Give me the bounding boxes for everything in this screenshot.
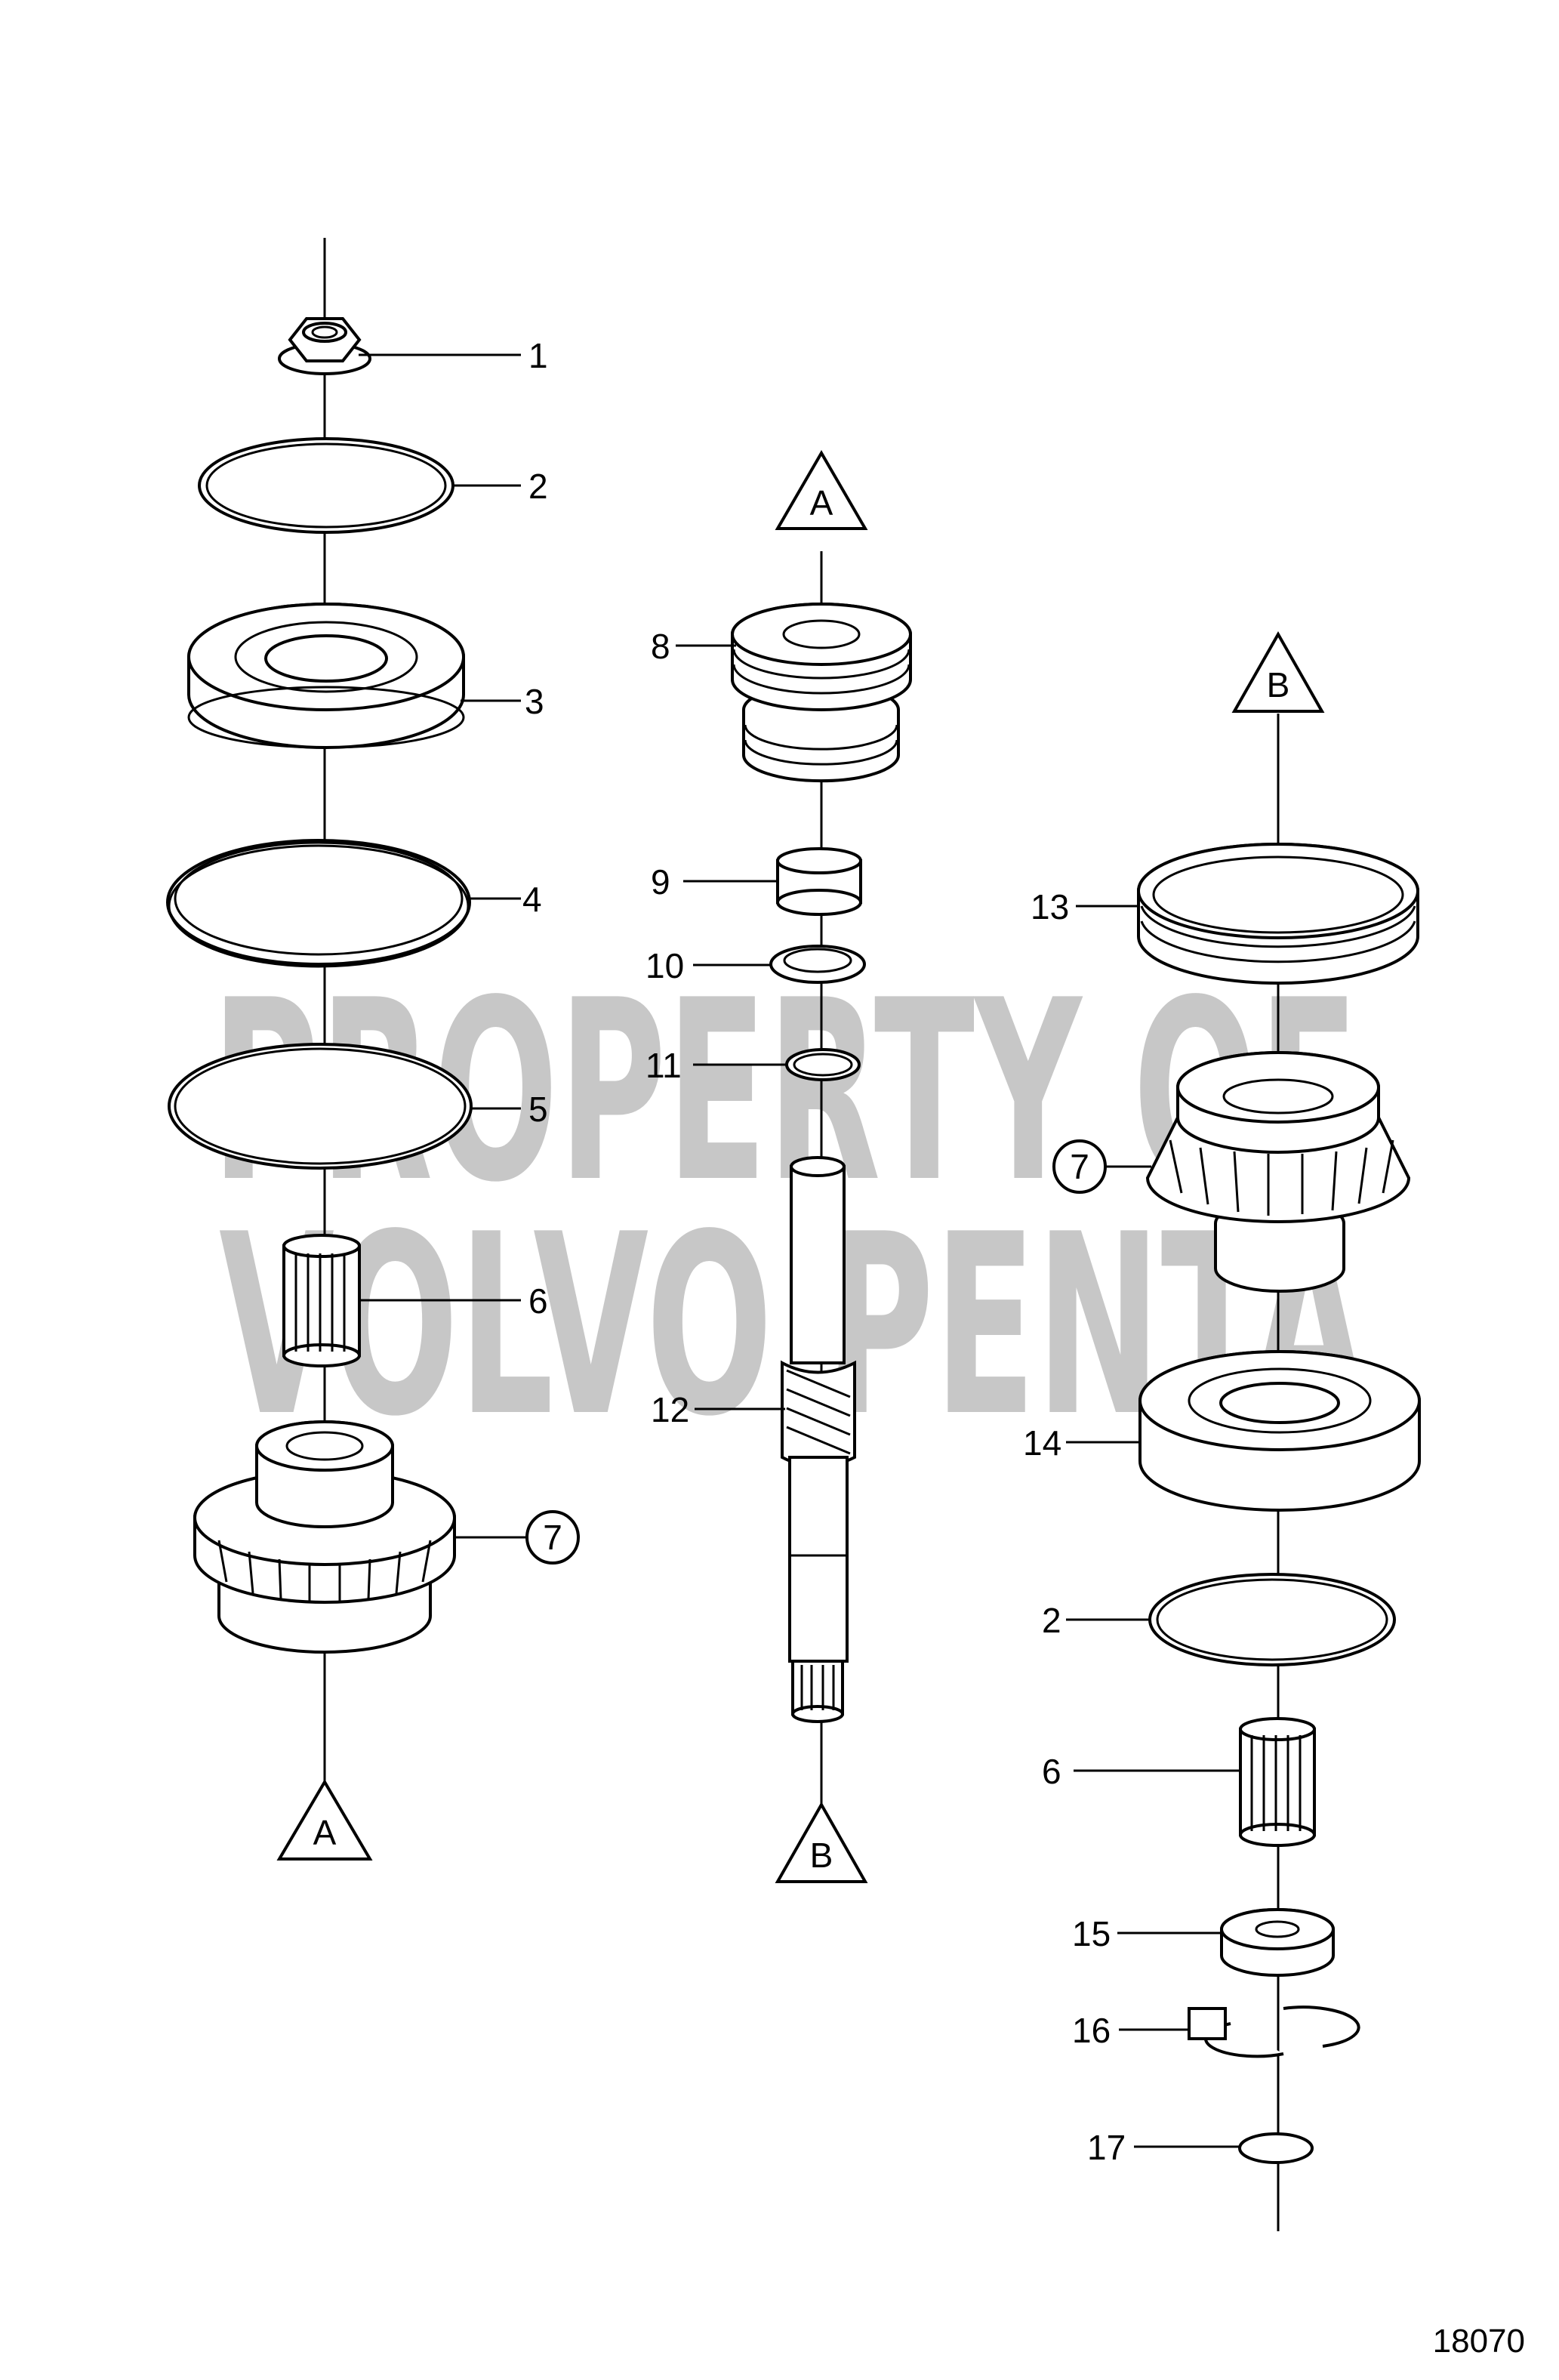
right-assembly — [1137, 714, 1421, 2231]
callout-10: 10 — [645, 946, 684, 985]
part-16-circlips — [1188, 2005, 1360, 2058]
reference-marker-b-middle-bottom: B — [775, 1801, 868, 1883]
part-8-threaded-nut — [731, 603, 912, 783]
part-17-o-ring-small — [1238, 2132, 1314, 2164]
callout-3: 3 — [525, 682, 544, 721]
callout-7: 7 — [543, 1518, 562, 1557]
part-13-castle-nut — [1137, 843, 1419, 985]
part-11-snap-ring — [785, 1048, 861, 1081]
callout-6-right: 6 — [1042, 1752, 1061, 1791]
part-3-bearing-cup — [187, 603, 465, 749]
callout-9: 9 — [651, 862, 670, 902]
callout-5: 5 — [528, 1090, 548, 1129]
callout-7-right: 7 — [1070, 1147, 1089, 1186]
marker-label: A — [313, 1813, 337, 1852]
reference-marker-b-right-top: B — [1231, 630, 1325, 713]
callout-11: 11 — [645, 1046, 682, 1085]
figure-number: 18070 — [1433, 2323, 1525, 2360]
marker-label: A — [810, 483, 833, 523]
callout-12: 12 — [651, 1390, 689, 1429]
callout-2: 2 — [528, 467, 548, 506]
callout-14: 14 — [1023, 1423, 1061, 1463]
left-assembly — [166, 238, 473, 1782]
callout-1: 1 — [528, 336, 548, 375]
callout-17: 17 — [1087, 2128, 1126, 2167]
callout-leaders — [359, 353, 1240, 2148]
middle-assembly — [731, 551, 912, 1812]
callout-labels: 1 2 3 4 5 6 7 8 9 10 11 12 13 7 14 2 6 1… — [522, 336, 1126, 2167]
part-7-bevel-gear-right — [1145, 1051, 1411, 1293]
reference-marker-a-middle-top: A — [775, 450, 868, 530]
callout-6: 6 — [528, 1281, 548, 1321]
part-1-flange-nut — [278, 317, 371, 375]
part-10-washer — [769, 945, 866, 984]
marker-label: B — [1267, 665, 1290, 704]
part-6-needle-bearing-left — [282, 1234, 361, 1367]
part-5-o-ring — [168, 1043, 473, 1170]
callout-8: 8 — [651, 627, 670, 666]
marker-label: B — [810, 1836, 833, 1875]
part-4-shim-ring — [166, 839, 471, 968]
part-14-ball-bearing — [1138, 1350, 1421, 1512]
reference-marker-a-left-bottom: A — [276, 1779, 373, 1861]
part-7-bevel-gear-left — [193, 1420, 456, 1654]
callout-15: 15 — [1072, 1914, 1111, 1953]
part-15-thrust-washer — [1220, 1908, 1335, 1977]
callout-4: 4 — [522, 880, 542, 919]
part-2-o-ring-lower — [1148, 1573, 1396, 1666]
callout-2-right: 2 — [1042, 1601, 1061, 1640]
part-6-needle-bearing-right — [1239, 1717, 1316, 1847]
part-2-o-ring-upper — [198, 437, 454, 534]
callout-13: 13 — [1031, 887, 1069, 926]
part-9-spacer-sleeve — [776, 847, 862, 916]
callout-16: 16 — [1072, 2011, 1111, 2050]
part-12-pinion-shaft — [781, 1156, 856, 1723]
